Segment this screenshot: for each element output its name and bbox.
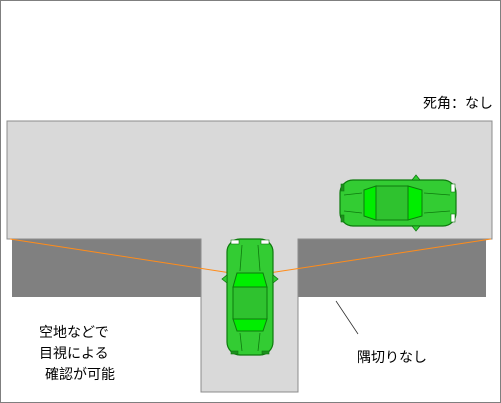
corner-cut-label: 隅切りなし [357, 350, 427, 366]
sight-line-right [268, 238, 492, 274]
vacant-lot-left [12, 239, 204, 297]
car-side-road [221, 238, 279, 356]
visibility-note-line-1: 空地などで [39, 325, 109, 341]
corner-leader-line [335, 300, 359, 335]
blind-spot-label: 死角：なし [423, 96, 493, 112]
sight-line-left [9, 238, 232, 274]
car-main-road [339, 174, 457, 232]
vacant-lot-right [298, 239, 486, 297]
visibility-note-line-3: 確認が可能 [45, 367, 115, 383]
visibility-note-line-2: 目視による [39, 346, 109, 362]
